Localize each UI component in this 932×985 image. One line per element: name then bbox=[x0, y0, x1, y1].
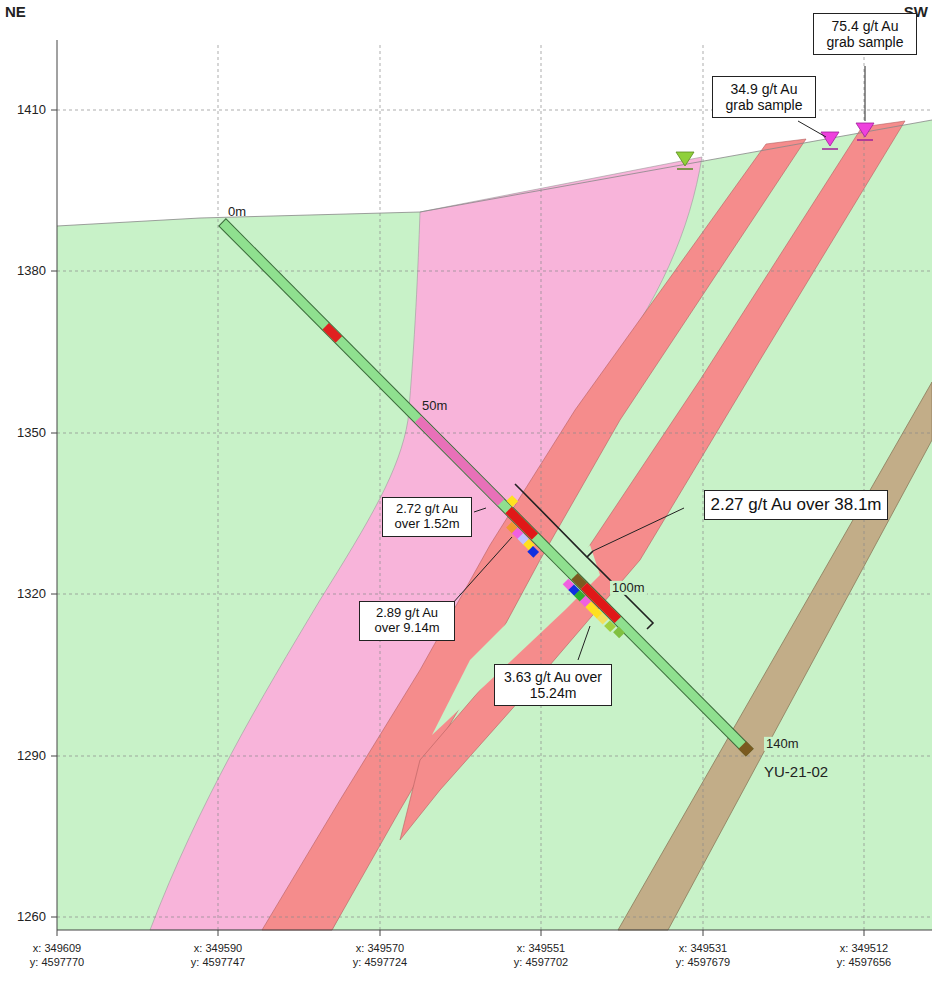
depth-label: 50m bbox=[422, 399, 447, 413]
callout-text: 2.72 g/t Au over 1.52m bbox=[388, 502, 466, 532]
callout-box: 3.63 g/t Au over 15.24m bbox=[494, 664, 612, 706]
hole-interval bbox=[509, 498, 515, 504]
elevation-label: 1260 bbox=[17, 910, 46, 924]
grid bbox=[57, 45, 932, 930]
host-rock bbox=[57, 120, 932, 930]
hole-interval bbox=[574, 576, 583, 585]
hole-interval bbox=[530, 549, 536, 555]
leader-line bbox=[452, 66, 865, 660]
vein bbox=[400, 121, 905, 840]
coordinate-label: x: 349531 bbox=[679, 942, 727, 954]
elevation-label: 1350 bbox=[17, 426, 46, 440]
elevation-label: 1410 bbox=[17, 103, 46, 117]
direction-label: NE bbox=[5, 4, 26, 21]
callout-box: 2.89 g/t Au over 9.14m bbox=[359, 601, 455, 641]
dyke bbox=[618, 382, 932, 930]
callout-text: 75.4 g/t Au grab sample bbox=[819, 18, 911, 50]
depth-label: 140m bbox=[764, 737, 801, 751]
depth-label: 100m bbox=[610, 581, 647, 595]
elevation-label: 1320 bbox=[17, 587, 46, 601]
hole-name: YU-21-02 bbox=[762, 764, 830, 781]
callout-box: 34.9 g/t Au grab sample bbox=[712, 76, 816, 118]
coordinate-label: y: 4597679 bbox=[676, 956, 730, 968]
hole-interval bbox=[577, 593, 583, 599]
hole-interval bbox=[588, 604, 594, 610]
hole-interval bbox=[526, 542, 532, 548]
elevation-label: 1380 bbox=[17, 264, 46, 278]
coordinate-label: x: 349512 bbox=[840, 942, 888, 954]
hole-interval bbox=[616, 629, 622, 635]
coordinate-label: x: 349551 bbox=[517, 942, 565, 954]
hole-interval bbox=[520, 536, 526, 542]
coordinate-label: y: 4597702 bbox=[514, 956, 568, 968]
axes bbox=[51, 40, 932, 936]
hole-interval bbox=[566, 582, 572, 588]
hole-interval bbox=[223, 223, 749, 752]
callout-box: 75.4 g/t Au grab sample bbox=[813, 13, 917, 55]
hole-interval bbox=[607, 623, 613, 629]
hole-interval bbox=[515, 530, 521, 536]
terrain-line bbox=[57, 120, 932, 226]
hole-interval bbox=[326, 326, 339, 339]
hole-interval bbox=[222, 222, 750, 753]
drill-hole bbox=[222, 222, 750, 753]
callout-text: 3.63 g/t Au over 15.24m bbox=[500, 669, 606, 701]
hole-interval bbox=[599, 616, 605, 622]
elevation-label: 1290 bbox=[17, 749, 46, 763]
coordinate-label: x: 349590 bbox=[194, 942, 242, 954]
hole-interval bbox=[594, 610, 600, 616]
callout-text: 2.27 g/t Au over 38.1m bbox=[710, 495, 881, 515]
hole-interval bbox=[509, 525, 515, 531]
sample-marker bbox=[676, 123, 874, 169]
depth-label: 0m bbox=[228, 205, 246, 219]
hole-interval bbox=[742, 745, 750, 753]
hole-interval bbox=[418, 419, 501, 502]
coordinate-label: y: 4597656 bbox=[837, 956, 891, 968]
coordinate-label: y: 4597770 bbox=[30, 956, 84, 968]
callout-box: 2.72 g/t Au over 1.52m bbox=[382, 497, 472, 537]
callout-text: 34.9 g/t Au grab sample bbox=[718, 81, 810, 113]
coordinate-label: x: 349570 bbox=[356, 942, 404, 954]
callout-box: 2.27 g/t Au over 38.1m bbox=[704, 490, 887, 520]
coordinate-label: y: 4597747 bbox=[191, 956, 245, 968]
hole-interval bbox=[582, 599, 588, 605]
callout-text: 2.89 g/t Au over 9.14m bbox=[365, 606, 449, 636]
coordinate-label: x: 349609 bbox=[33, 942, 81, 954]
coordinate-label: y: 4597724 bbox=[353, 956, 407, 968]
hole-interval bbox=[571, 587, 577, 593]
hole-interval bbox=[509, 510, 535, 537]
